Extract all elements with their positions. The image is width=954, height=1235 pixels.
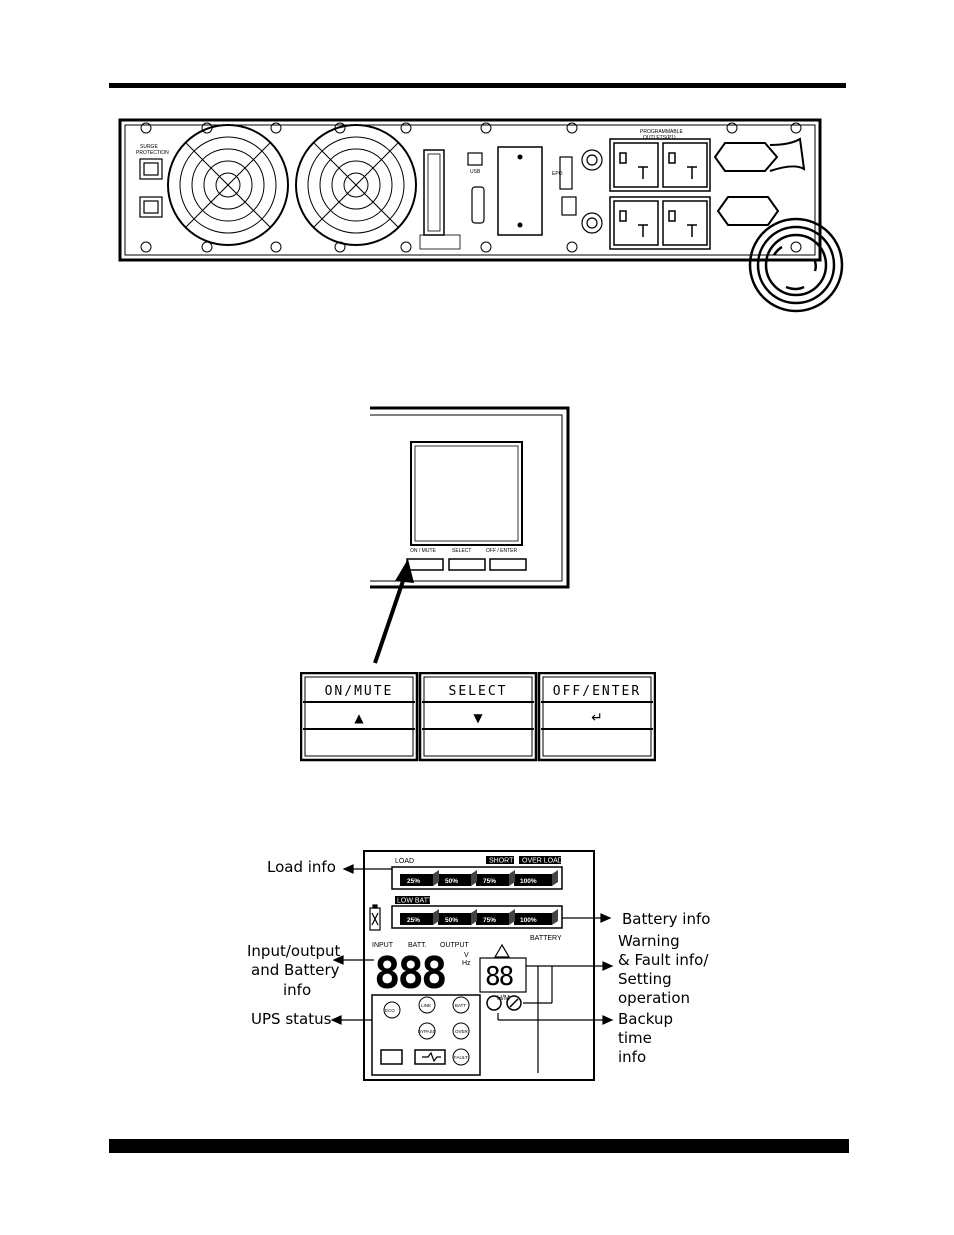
epo-label: EPO bbox=[552, 171, 563, 177]
cooling-fan-icon bbox=[167, 124, 417, 246]
lcd-window bbox=[410, 441, 523, 546]
programmable-label-2: OUTLETS(P1) bbox=[643, 135, 676, 141]
small-button-label-select: SELECT bbox=[452, 548, 471, 554]
load-segments bbox=[400, 870, 558, 886]
batt-label: BATT. bbox=[408, 942, 427, 949]
screw-icon bbox=[140, 122, 802, 253]
twist-lock-plug-icon bbox=[748, 217, 844, 313]
battery-segment-100: 100% bbox=[520, 917, 537, 924]
surge-label: SURGE bbox=[140, 144, 158, 150]
lcd-diagram: LOAD SHORT OVER LOAD 25% 50% 75% 100% LO… bbox=[247, 850, 710, 1081]
battery-segment-75: 75% bbox=[483, 917, 496, 924]
clock-icon bbox=[486, 995, 502, 1011]
on-mute-label: ON/MUTE bbox=[325, 684, 394, 699]
lowbatt-label: LOW BATT bbox=[397, 898, 433, 905]
cable-gland-icon bbox=[713, 137, 806, 226]
status-fault: FAULT bbox=[454, 1055, 468, 1060]
bat-ext-port-icon bbox=[561, 196, 577, 216]
load-segment-100: 100% bbox=[520, 878, 537, 885]
backup-callout-3: info bbox=[618, 1048, 646, 1066]
status-line: LINE bbox=[421, 1003, 431, 1008]
usb-port-icon bbox=[467, 152, 483, 166]
status-bypass: BYPASS bbox=[418, 1029, 436, 1034]
enter-arrow-icon: ↵ bbox=[591, 710, 603, 726]
battery-bar bbox=[391, 905, 563, 929]
load-bar bbox=[391, 866, 563, 890]
down-arrow-icon: ▼ bbox=[473, 711, 483, 725]
warning-icon bbox=[493, 943, 511, 958]
status-over: OVER bbox=[455, 1029, 469, 1034]
status-icons bbox=[380, 996, 470, 1066]
battery-info-callout: Battery info bbox=[622, 910, 710, 928]
load-segment-25: 25% bbox=[407, 878, 420, 885]
backup-callout-2: time bbox=[618, 1029, 652, 1047]
warning-callout-2: & Fault info/ bbox=[618, 951, 709, 969]
status-batt: BATT bbox=[455, 1003, 466, 1008]
warning-callout-4: operation bbox=[618, 989, 690, 1007]
input-output-callout-3: info bbox=[283, 981, 311, 999]
battery-label: BATTERY bbox=[530, 935, 562, 942]
status-eco: ECO bbox=[385, 1008, 395, 1013]
programmable-label: PROGRAMMABLE bbox=[640, 129, 683, 135]
unit-hz: Hz bbox=[462, 960, 471, 967]
load-info-callout: Load info bbox=[267, 858, 336, 876]
network-port-icon bbox=[139, 158, 163, 218]
callout-lines bbox=[330, 864, 614, 1073]
usb-label: USB bbox=[470, 169, 481, 175]
status-area bbox=[371, 994, 481, 1076]
short-label: SHORT bbox=[489, 858, 514, 865]
rating-label bbox=[419, 234, 461, 250]
off-enter-button[interactable]: OFF/ENTER ↵ bbox=[537, 672, 656, 762]
overload-label: OVER LOAD bbox=[522, 858, 563, 865]
input-output-callout-1: Input/output bbox=[247, 942, 340, 960]
footer-rule bbox=[109, 1139, 849, 1153]
battery-segment-50: 50% bbox=[445, 917, 458, 924]
up-arrow-icon: ▲ bbox=[354, 711, 364, 725]
select-label: SELECT bbox=[449, 684, 508, 699]
ac-outlet-icon bbox=[609, 138, 711, 250]
big-digit-readout: 888 bbox=[374, 948, 445, 999]
front-panel-diagram: ON / MUTE SELECT OFF / ENTER bbox=[370, 406, 570, 589]
warning-callout-1: Warning bbox=[618, 932, 680, 950]
warning-callout-3: Setting bbox=[618, 970, 672, 988]
on-mute-button[interactable]: ON/MUTE ▲ bbox=[300, 672, 419, 762]
battery-segments bbox=[400, 909, 558, 925]
small-button-label-on: ON / MUTE bbox=[410, 548, 436, 554]
breaker-icon bbox=[581, 149, 603, 234]
off-enter-label: OFF/ENTER bbox=[553, 684, 641, 699]
small-button-label-off: OFF / ENTER bbox=[486, 548, 518, 554]
small-digit-box bbox=[479, 957, 527, 993]
intelligent-slot bbox=[497, 146, 543, 236]
epo-port-icon bbox=[559, 156, 573, 190]
rs232-port-icon bbox=[471, 186, 485, 224]
battery-icon bbox=[369, 904, 381, 931]
pointer-arrow bbox=[373, 559, 414, 664]
wrench-icon bbox=[506, 995, 522, 1011]
input-output-callout-2: and Battery bbox=[251, 961, 340, 979]
small-button-select[interactable] bbox=[448, 558, 486, 571]
backup-callout-1: Backup bbox=[618, 1010, 673, 1028]
load-segment-75: 75% bbox=[483, 878, 496, 885]
button-strip: ON/MUTE ▲ SELECT ▼ OFF/ENTER ↵ bbox=[300, 672, 656, 762]
small-digit-readout: 88 bbox=[485, 962, 513, 992]
ups-status-callout: UPS status bbox=[251, 1010, 332, 1028]
input-label: INPUT bbox=[372, 942, 394, 949]
header-rule bbox=[109, 83, 846, 88]
load-label: LOAD bbox=[395, 858, 414, 865]
hm-label: H/M bbox=[497, 995, 510, 1002]
small-button-off[interactable] bbox=[489, 558, 527, 571]
load-segment-50: 50% bbox=[445, 878, 458, 885]
rear-panel-diagram: SURGE PROTECTION USB EPO PROGRAMMABLE OU… bbox=[118, 118, 844, 313]
battery-segment-25: 25% bbox=[407, 917, 420, 924]
surge-label-2: PROTECTION bbox=[136, 150, 169, 156]
output-label: OUTPUT bbox=[440, 942, 470, 949]
unit-v: V bbox=[464, 952, 469, 959]
select-button[interactable]: SELECT ▼ bbox=[418, 672, 538, 762]
